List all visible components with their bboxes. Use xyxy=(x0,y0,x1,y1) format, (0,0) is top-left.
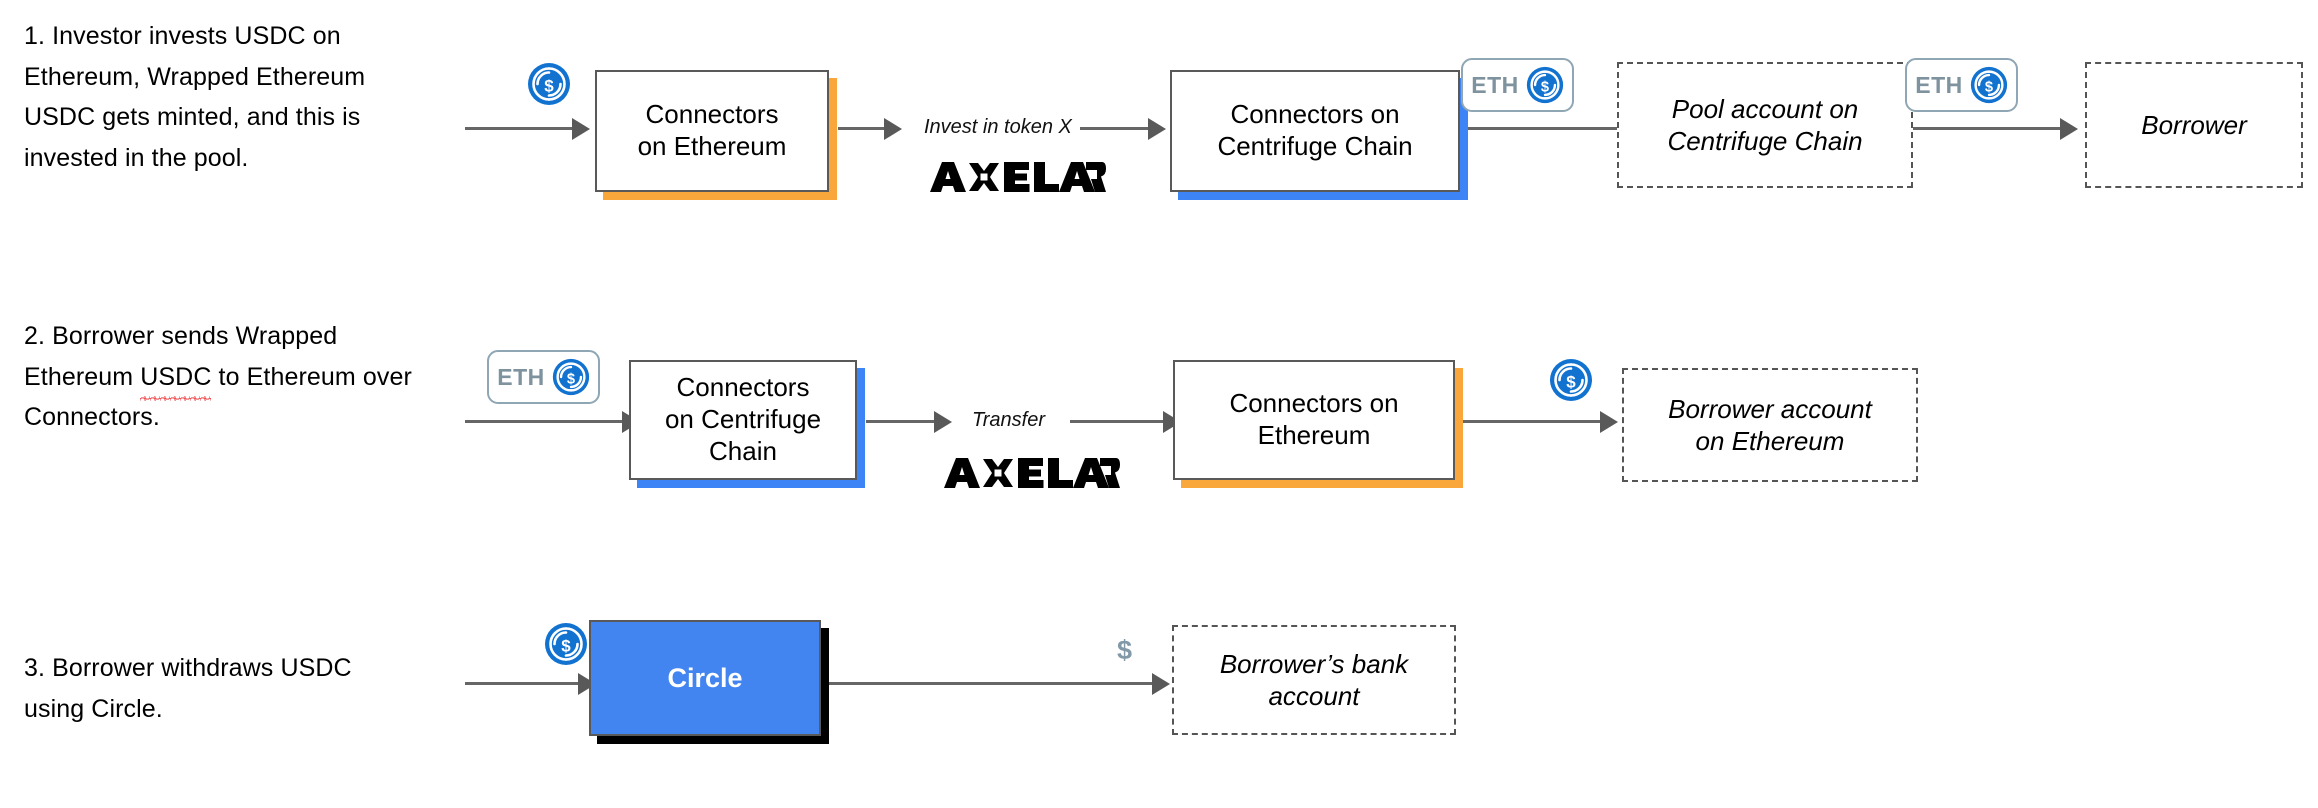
node-connectors-on-centrifuge-chain[interactable]: Connectors on Centrifuge Chain xyxy=(1170,70,1460,192)
svg-text:$: $ xyxy=(561,637,571,656)
step-2-caption-line-2-c: to Ethereum over xyxy=(211,362,412,391)
step-1-caption-line-1: 1. Investor invests USDC on xyxy=(24,22,341,50)
step-3-caption-line-2: using Circle. xyxy=(24,694,163,723)
step-2-caption-line-1: 2. Borrower sends Wrapped xyxy=(24,322,338,350)
usdc-icon: $ xyxy=(1970,66,2008,104)
eth-badge-label: ETH xyxy=(1471,71,1519,98)
node-connectors-on-ethereum-line-1: Connectors xyxy=(645,99,779,130)
arrow-head-pool-account-to-borrower xyxy=(2060,118,2078,140)
usdc-icon: $ xyxy=(527,62,571,111)
arrow-line-connectors-centrifuge-to-pool-account xyxy=(1468,127,1620,130)
eth-badge: ETH $ xyxy=(1905,58,2018,112)
node-circle-label: Circle xyxy=(667,662,743,693)
node-connectors-on-centrifuge-chain[interactable]: Connectors on Centrifuge Chain xyxy=(629,360,857,480)
node-connectors-on-ethereum[interactable]: Connectors on Ethereum xyxy=(595,70,829,192)
node-connectors-centrifuge-line-1: Connectors xyxy=(676,372,810,403)
axelar-logo xyxy=(942,456,1120,495)
node-circle[interactable]: Circle xyxy=(589,620,821,736)
usdc-icon: $ xyxy=(1549,358,1593,407)
node-pool-account-line-1: Pool account on xyxy=(1671,93,1859,124)
svg-text:$: $ xyxy=(1541,79,1549,95)
node-connectors-on-centrifuge-chain-line-1: Connectors on xyxy=(1230,99,1400,130)
edge-label-transfer: Transfer xyxy=(968,409,1049,432)
arrow-line-circle-to-bank-account xyxy=(828,682,1158,685)
node-bank-account-line-2: account xyxy=(1268,681,1360,711)
arrow-head-circle-to-bank-account xyxy=(1152,673,1170,695)
step-3-caption: 3. Borrower withdraws USDC using Circle. xyxy=(24,648,444,729)
arrow-line-connectors-centrifuge-to-axelar-r2 xyxy=(866,420,936,423)
eth-badge: ETH $ xyxy=(487,350,600,404)
node-borrower-account-on-ethereum[interactable]: Borrower account on Ethereum xyxy=(1622,368,1918,482)
node-borrower[interactable]: Borrower xyxy=(2085,62,2303,188)
step-1-caption-line-2: Ethereum, Wrapped Ethereum xyxy=(24,62,366,91)
axelar-logo xyxy=(928,160,1106,199)
node-connectors-on-ethereum-line-2: on Ethereum xyxy=(637,131,787,161)
step-2-caption-line-3: Connectors. xyxy=(24,403,160,431)
node-connectors-centrifuge-line-3: Chain xyxy=(709,435,777,466)
step-2-caption-line-2-a: Ethereum xyxy=(24,362,141,391)
step-1-caption-line-4: invested in the pool. xyxy=(24,143,249,172)
step-1-caption-line-3: USDC gets minted, and this is xyxy=(24,103,361,131)
step-2-caption-line-2: Ethereum USDC to Ethereum over xyxy=(24,357,444,401)
dollar-sign-icon: $ xyxy=(1117,635,1133,665)
arrow-head-axelar-to-connectors-centrifuge xyxy=(1148,118,1166,140)
eth-badge-label: ETH xyxy=(497,363,545,390)
node-connectors-on-centrifuge-chain-line-2: Centrifuge Chain xyxy=(1217,131,1413,161)
arrow-head-connectors-eth-to-axelar xyxy=(884,118,902,140)
step-2-caption: 2. Borrower sends Wrapped Ethereum USDC … xyxy=(24,316,444,438)
arrow-line-pool-account-to-borrower xyxy=(1913,127,2065,130)
svg-text:$: $ xyxy=(1985,79,1993,95)
spellcheck-underlined-word: USDC xyxy=(140,357,212,401)
node-connectors-eth-line-2: Ethereum xyxy=(1257,420,1371,450)
arrow-line-borrower-to-connectors-centrifuge-r2 xyxy=(465,420,625,423)
eth-badge: ETH $ xyxy=(1461,58,1574,112)
usdc-icon: $ xyxy=(552,358,590,396)
arrow-line-connectors-eth-to-borrower-account xyxy=(1463,420,1613,423)
step-3-caption-line-1: 3. Borrower withdraws USDC xyxy=(24,654,352,682)
svg-text:$: $ xyxy=(544,77,554,96)
arrow-head-investor-to-connectors-eth xyxy=(572,118,590,140)
node-pool-account-line-2: Centrifuge Chain xyxy=(1667,126,1863,156)
node-borrower-label: Borrower xyxy=(2141,109,2247,140)
node-connectors-on-ethereum[interactable]: Connectors on Ethereum xyxy=(1173,360,1455,480)
usdc-icon: $ xyxy=(544,622,588,671)
node-borrowers-bank-account[interactable]: Borrower’s bank account xyxy=(1172,625,1456,735)
node-bank-account-line-1: Borrower’s bank xyxy=(1219,648,1409,679)
arrow-line-axelar-to-connectors-eth-r2 xyxy=(1070,420,1168,423)
arrow-line-borrower-to-circle xyxy=(465,682,583,685)
node-connectors-eth-line-1: Connectors on xyxy=(1229,388,1399,419)
arrow-line-investor-to-connectors-eth xyxy=(465,127,575,130)
arrow-line-axelar-to-connectors-centrifuge xyxy=(1080,127,1152,130)
node-borrower-account-line-1: Borrower account xyxy=(1668,393,1872,424)
node-pool-account-on-centrifuge-chain[interactable]: Pool account on Centrifuge Chain xyxy=(1617,62,1913,188)
arrow-head-connectors-centrifuge-to-axelar-r2 xyxy=(934,411,952,433)
arrow-head-connectors-eth-to-borrower-account xyxy=(1600,411,1618,433)
node-borrower-account-line-2: on Ethereum xyxy=(1695,426,1845,456)
eth-badge-label: ETH xyxy=(1915,71,1963,98)
edge-label-invest-in-token-x: Invest in token X xyxy=(920,116,1076,139)
svg-text:$: $ xyxy=(1566,373,1576,392)
svg-text:$: $ xyxy=(567,371,575,387)
usdc-icon: $ xyxy=(1526,66,1564,104)
arrow-line-connectors-eth-to-axelar xyxy=(838,127,886,130)
step-1-caption: 1. Investor invests USDC on Ethereum, Wr… xyxy=(24,16,444,178)
node-connectors-centrifuge-line-2: on Centrifuge xyxy=(664,404,822,435)
